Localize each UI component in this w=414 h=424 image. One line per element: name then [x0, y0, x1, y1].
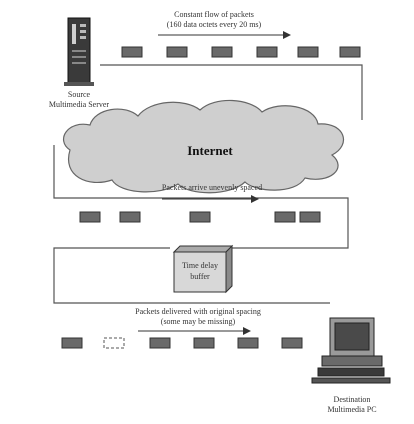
packet — [119, 211, 141, 223]
packet — [79, 211, 101, 223]
flow-line-top — [100, 64, 363, 120]
packet — [189, 211, 211, 223]
top-caption-line1: Constant flow of packets — [174, 10, 254, 19]
packet — [297, 46, 319, 58]
packet — [193, 337, 215, 349]
top-packet-row — [121, 46, 361, 58]
server-icon — [64, 17, 94, 86]
bottom-caption-line1: Packets delivered with original spacing — [135, 307, 261, 316]
buffer-label-line2: buffer — [190, 272, 210, 281]
packet — [166, 46, 188, 58]
packet — [256, 46, 278, 58]
internet-cloud: Internet — [63, 99, 344, 194]
flow-line-to-buffer — [232, 197, 349, 249]
middle-packet-row — [79, 211, 321, 223]
packet — [299, 211, 321, 223]
packet — [61, 337, 83, 349]
flow-line-bottom — [53, 247, 330, 304]
packet — [237, 337, 259, 349]
top-caption-line2: (160 data octets every 20 ms) — [167, 20, 262, 29]
packet — [149, 337, 171, 349]
destination-pc-icon — [311, 317, 391, 384]
destination-label-line2: Multimedia PC — [327, 405, 376, 414]
internet-label: Internet — [187, 143, 233, 158]
middle-caption: Packets arrive unevenly spaced — [162, 183, 262, 192]
packet — [281, 337, 303, 349]
bottom-caption-line2: (some may be missing) — [161, 317, 236, 326]
source-label-line2: Multimedia Server — [49, 100, 110, 109]
packet — [211, 46, 233, 58]
packet — [339, 46, 361, 58]
time-delay-buffer: Time delay buffer — [172, 244, 234, 294]
source-label-line1: Source — [68, 90, 91, 99]
packet — [121, 46, 143, 58]
packet — [274, 211, 296, 223]
flow-line-mid — [53, 145, 330, 199]
destination-label-line1: Destination — [334, 395, 371, 404]
missing-packet — [103, 337, 125, 349]
bottom-packet-row — [61, 337, 303, 349]
buffer-label-line1: Time delay — [182, 261, 218, 270]
